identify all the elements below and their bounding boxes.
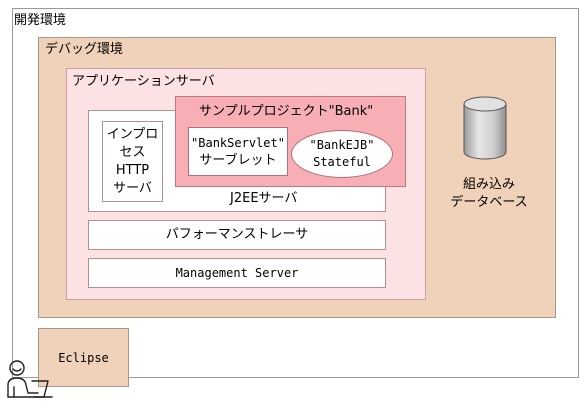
management-server-label: Management Server	[175, 266, 299, 280]
database-cylinder-icon	[463, 96, 507, 160]
inprocess-label-line3: サーバ	[113, 180, 152, 196]
performance-tracer-box: パフォーマンストレーサ	[88, 220, 386, 250]
application-server-label: アプリケーションサーバ	[72, 74, 215, 89]
eclipse-label: Eclipse	[58, 350, 109, 365]
eclipse-box: Eclipse	[38, 328, 129, 387]
user-at-computer-icon	[7, 360, 53, 398]
servlet-name: "BankServlet"	[191, 135, 285, 150]
bank-ejb-ellipse: "BankEJB" Stateful	[291, 130, 393, 178]
servlet-type: サーブレット	[199, 152, 277, 168]
embedded-database-label: 組み込み データベース	[445, 176, 533, 212]
database-label-line2: データベース	[450, 195, 528, 210]
management-server-box: Management Server	[88, 258, 386, 288]
database-label-line1: 組み込み	[462, 177, 515, 192]
inprocess-label-line1: インプロ	[106, 126, 159, 142]
ejb-type: Stateful	[313, 155, 371, 169]
inprocess-http-server-box: インプロ セスHTTP サーバ	[102, 121, 163, 202]
sample-project-label: サンプルプロジェクト"Bank"	[199, 104, 374, 119]
dev-environment-label: 開発環境	[14, 13, 67, 28]
bank-servlet-box: "BankServlet" サーブレット	[188, 127, 288, 176]
inprocess-label-line2: セスHTTP	[115, 144, 150, 178]
performance-tracer-label: パフォーマンストレーサ	[165, 227, 309, 242]
debug-environment-label: デバッグ環境	[45, 42, 124, 57]
j2ee-server-label: J2EEサーバ	[230, 191, 298, 206]
ejb-name: "BankEJB"	[309, 138, 375, 152]
